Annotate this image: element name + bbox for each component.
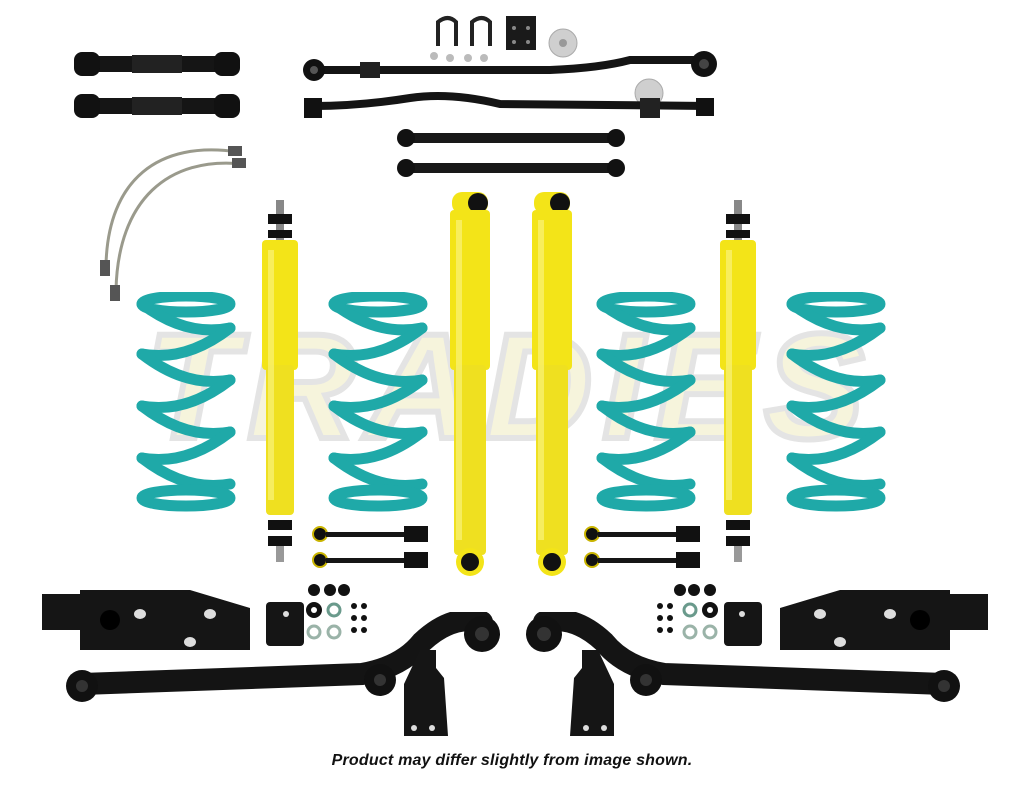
sway-bar-links-left (312, 524, 434, 574)
lower-link (396, 126, 626, 150)
axle-bracket-right (776, 590, 990, 652)
watermark-text: TRADIES (146, 330, 874, 450)
small-mount-plate (722, 600, 764, 648)
rear-track-bar (300, 90, 720, 130)
disclaimer-caption: Product may differ slightly from image s… (331, 752, 693, 769)
control-arm-left (62, 612, 504, 712)
lower-link (396, 156, 626, 180)
coil-spring (784, 292, 888, 512)
coil-spring (594, 292, 698, 512)
spacer (546, 26, 580, 60)
mounting-plate (502, 12, 542, 54)
control-arm-right (522, 612, 964, 712)
shock-absorber-rear (446, 190, 494, 582)
shock-absorber-front (716, 200, 760, 570)
u-bolts (420, 14, 500, 64)
small-mount-plate (264, 600, 306, 648)
coil-spring (326, 292, 430, 512)
drop-bracket-left (396, 648, 452, 740)
brake-lines (88, 140, 248, 310)
shock-absorber-rear (528, 190, 576, 582)
sway-bar-links-right (584, 524, 706, 574)
adjustable-upper-arm (72, 92, 242, 122)
axle-bracket-left (40, 590, 254, 652)
hardware-kit-left (304, 582, 376, 646)
drop-bracket-right (566, 648, 622, 740)
front-track-bar (300, 50, 720, 90)
shock-absorber-front (258, 200, 302, 570)
hardware-kit-right (648, 582, 720, 646)
coil-spring (134, 292, 238, 512)
adjustable-upper-arm (72, 50, 242, 80)
